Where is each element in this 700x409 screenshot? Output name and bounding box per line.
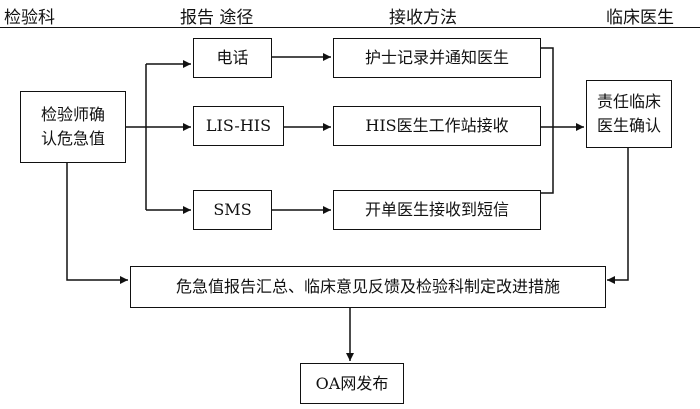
header-clinical-doctor: 临床医生 bbox=[606, 8, 674, 28]
connector-receive-bracket bbox=[540, 47, 554, 194]
his-receive-box: HIS医生工作站接收 bbox=[333, 106, 541, 146]
summary-box: 危急值报告汇总、临床意见反馈及检验科制定改进措施 bbox=[130, 266, 606, 308]
header-divider bbox=[0, 27, 700, 28]
lab-confirm-box: 检验师确 认危急值 bbox=[20, 91, 126, 163]
sms-receive-box: 开单医生接收到短信 bbox=[333, 190, 541, 230]
header-receive-method: 接收方法 bbox=[389, 8, 457, 28]
oa-publish-box: OA网发布 bbox=[300, 363, 404, 404]
phone-box: 电话 bbox=[193, 38, 272, 78]
doctor-confirm-line1: 责任临床 bbox=[596, 92, 661, 111]
header-report-channel: 报告 途径 bbox=[180, 8, 254, 28]
sms-box: SMS bbox=[193, 190, 272, 230]
lis-his-box: LIS-HIS bbox=[193, 106, 284, 146]
arrow-doctor-to-summary bbox=[607, 148, 629, 284]
arrow-lab-to-summary bbox=[66, 163, 128, 284]
header-lab-dept: 检验科 bbox=[4, 8, 55, 28]
nurse-notify-box: 护士记录并通知医生 bbox=[333, 38, 541, 78]
doctor-confirm-line2: 医生确认 bbox=[596, 116, 661, 135]
doctor-confirm-box: 责任临床 医生确认 bbox=[586, 80, 672, 148]
lab-confirm-line2: 认危急值 bbox=[40, 129, 105, 148]
lab-confirm-line1: 检验师确 bbox=[40, 105, 105, 124]
